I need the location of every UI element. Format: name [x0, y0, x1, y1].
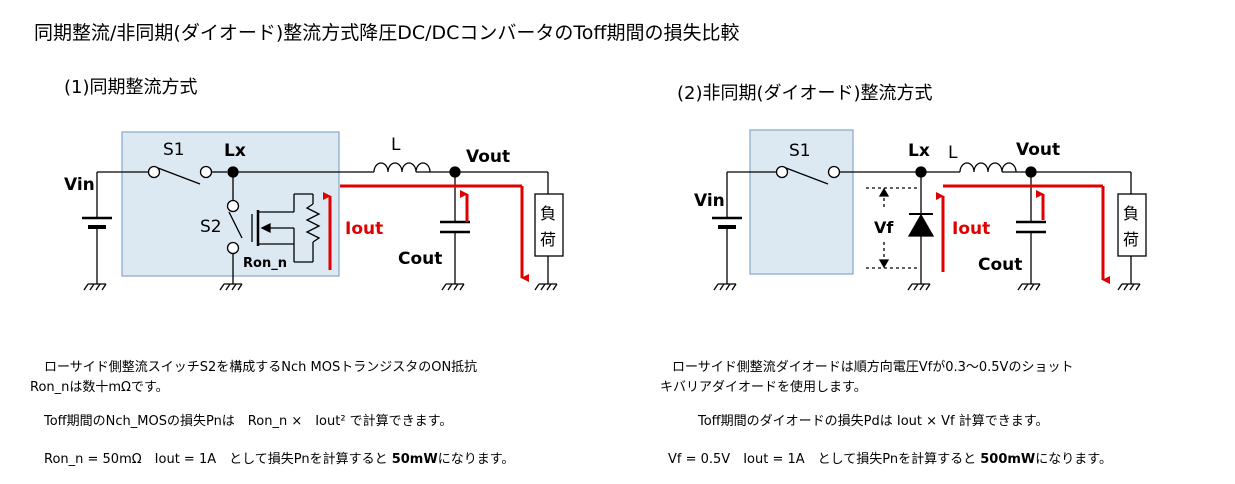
sync-grounds: [83, 283, 558, 291]
async-circuit: [712, 129, 1147, 291]
async-loss-formula: Toff期間のダイオードの損失Pdは Iout × Vf 計算できます。: [698, 414, 1049, 429]
async-calc-pre: Vf = 0.5V Iout = 1A として損失Pnを計算すると: [668, 452, 981, 467]
sync-ron-resistor: [305, 203, 321, 243]
async-grounds: [713, 283, 1141, 291]
async-vf-label: Vf: [874, 218, 894, 237]
async-load-label-bottom: 荷: [1123, 230, 1139, 249]
sync-vout-label: Vout: [466, 147, 510, 167]
async-vout-label: Vout: [1016, 140, 1060, 160]
sync-text-line2: Ron_nは数十mΩです。: [30, 380, 169, 395]
sync-circuit: [82, 131, 564, 291]
sync-text-line1: ローサイド側整流スイッチS2を構成するNch MOSトランジスタのON抵抗: [44, 360, 478, 375]
async-lx-node: [915, 166, 927, 178]
sync-lx-label: Lx: [224, 141, 246, 161]
async-lx-label: Lx: [908, 141, 930, 161]
async-l-label: L: [948, 143, 958, 163]
sync-ron-label: Ron_n: [243, 256, 287, 271]
async-s1-label: S1: [789, 141, 811, 161]
sync-inductor: [373, 162, 431, 173]
async-inductor: [959, 162, 1017, 173]
sync-lx-node: [227, 166, 239, 178]
sync-calc-pre: Ron_n = 50mΩ Iout = 1A として損失Pnを計算すると: [44, 452, 392, 467]
sync-vin-label: Vin: [64, 175, 95, 195]
async-iout-label: Iout: [952, 219, 990, 239]
page-title: 同期整流/非同期(ダイオード)整流方式降圧DC/DCコンバータのToff期間の損…: [34, 22, 740, 44]
sync-load: [534, 193, 564, 257]
async-vin-label: Vin: [694, 191, 725, 211]
sync-load-label-top: 負: [540, 204, 556, 223]
sync-calc-post: になります。: [437, 452, 515, 467]
sync-load-label-bottom: 荷: [540, 230, 556, 249]
sync-vout-node: [449, 166, 461, 178]
async-current-paths: [936, 184, 1110, 284]
sync-cout-label: Cout: [398, 249, 442, 269]
async-text-line2: キバリアダイオードを使用します。: [660, 380, 867, 395]
sync-s2-label: S2: [200, 217, 222, 237]
sync-l-label: L: [391, 135, 401, 155]
sync-heading: (1)同期整流方式: [64, 77, 198, 98]
sync-loss-formula: Toff期間のNch_MOSの損失Pnは Ron_n × Iout² で計算でき…: [44, 414, 453, 429]
async-calc-post: になります。: [1035, 452, 1112, 467]
async-controller-block: [749, 129, 854, 275]
sync-current-paths: [323, 184, 529, 282]
sync-loss-calc: Ron_n = 50mΩ Iout = 1A として損失Pnを計算すると 50m…: [44, 450, 514, 469]
async-vout-node: [1025, 166, 1037, 178]
async-loss-calc: Vf = 0.5V Iout = 1A として損失Pnを計算すると 500mWに…: [668, 450, 1112, 469]
async-diode: [907, 213, 935, 237]
async-load-label-top: 負: [1123, 204, 1139, 223]
async-heading: (2)非同期(ダイオード)整流方式: [677, 83, 933, 104]
sync-s1-label: S1: [163, 140, 185, 160]
async-text-line1: ローサイド側整流ダイオードは順方向電圧Vfが0.3〜0.5Vのショット: [672, 360, 1074, 375]
sync-iout-label: Iout: [345, 219, 383, 239]
sync-calc-result: 50mW: [391, 452, 438, 467]
async-load: [1117, 193, 1147, 257]
async-calc-result: 500mW: [980, 452, 1036, 467]
async-cout-label: Cout: [978, 255, 1022, 275]
